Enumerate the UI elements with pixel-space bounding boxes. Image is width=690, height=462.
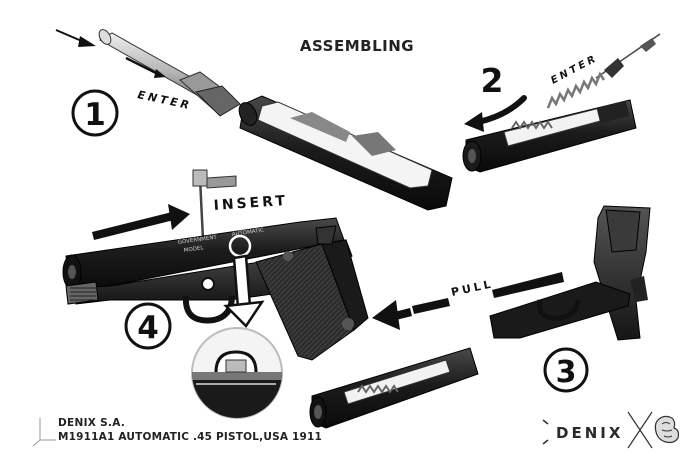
svg-text:2: 2 <box>481 61 504 100</box>
brand-name: DENIX <box>556 424 624 442</box>
svg-text:GOVERNMENT: GOVERNMENT <box>177 234 217 246</box>
step-3-label: PULL <box>450 277 495 299</box>
slide-part <box>462 99 637 173</box>
step-4-pistol-assembly: INSERT <box>62 169 369 419</box>
recoil-spring <box>546 33 661 109</box>
step-1-barrel-assembly: 1 ENTER <box>55 29 453 211</box>
step-4-label: INSERT <box>213 193 288 214</box>
slide-engraving: GOVERNMENT AUTOMATIC MODEL <box>177 228 264 254</box>
svg-text:1: 1 <box>84 97 106 133</box>
step-2-label: ENTER <box>549 53 600 87</box>
svg-text:AUTOMATIC: AUTOMATIC <box>231 228 264 238</box>
arrow-icon <box>55 29 96 47</box>
arrow-icon <box>92 204 190 240</box>
svg-text:4: 4 <box>137 310 159 346</box>
brand-mark <box>542 411 653 449</box>
svg-text:MODEL: MODEL <box>183 245 204 254</box>
denix-quixote-logo <box>654 415 680 444</box>
company-name: DENIX S.A. <box>58 417 126 429</box>
step-1-badge: 1 <box>71 89 119 137</box>
detail-magnifier <box>191 327 283 419</box>
pistol-slide <box>309 347 479 429</box>
curved-arrow-icon <box>464 95 527 132</box>
axis-mark-icon <box>32 418 56 447</box>
step-2-spring-assembly: 2 ENTER <box>462 33 661 173</box>
step-4-badge: 4 <box>124 302 172 350</box>
page-title: ASSEMBLING <box>299 37 415 55</box>
step-3-badge: 3 <box>543 347 589 393</box>
pistol-frame <box>65 225 369 361</box>
step-1-label: ENTER <box>136 88 193 112</box>
barrel-part <box>98 29 241 117</box>
arrow-icon <box>372 272 564 330</box>
slide-part <box>238 95 453 211</box>
svg-text:3: 3 <box>556 355 577 390</box>
down-arrow-icon <box>223 254 265 328</box>
pistol-frame <box>489 205 651 341</box>
product-name: M1911A1 AUTOMATIC .45 PISTOL,USA 1911 <box>58 431 323 443</box>
step-2-badge: 2 <box>481 61 504 100</box>
